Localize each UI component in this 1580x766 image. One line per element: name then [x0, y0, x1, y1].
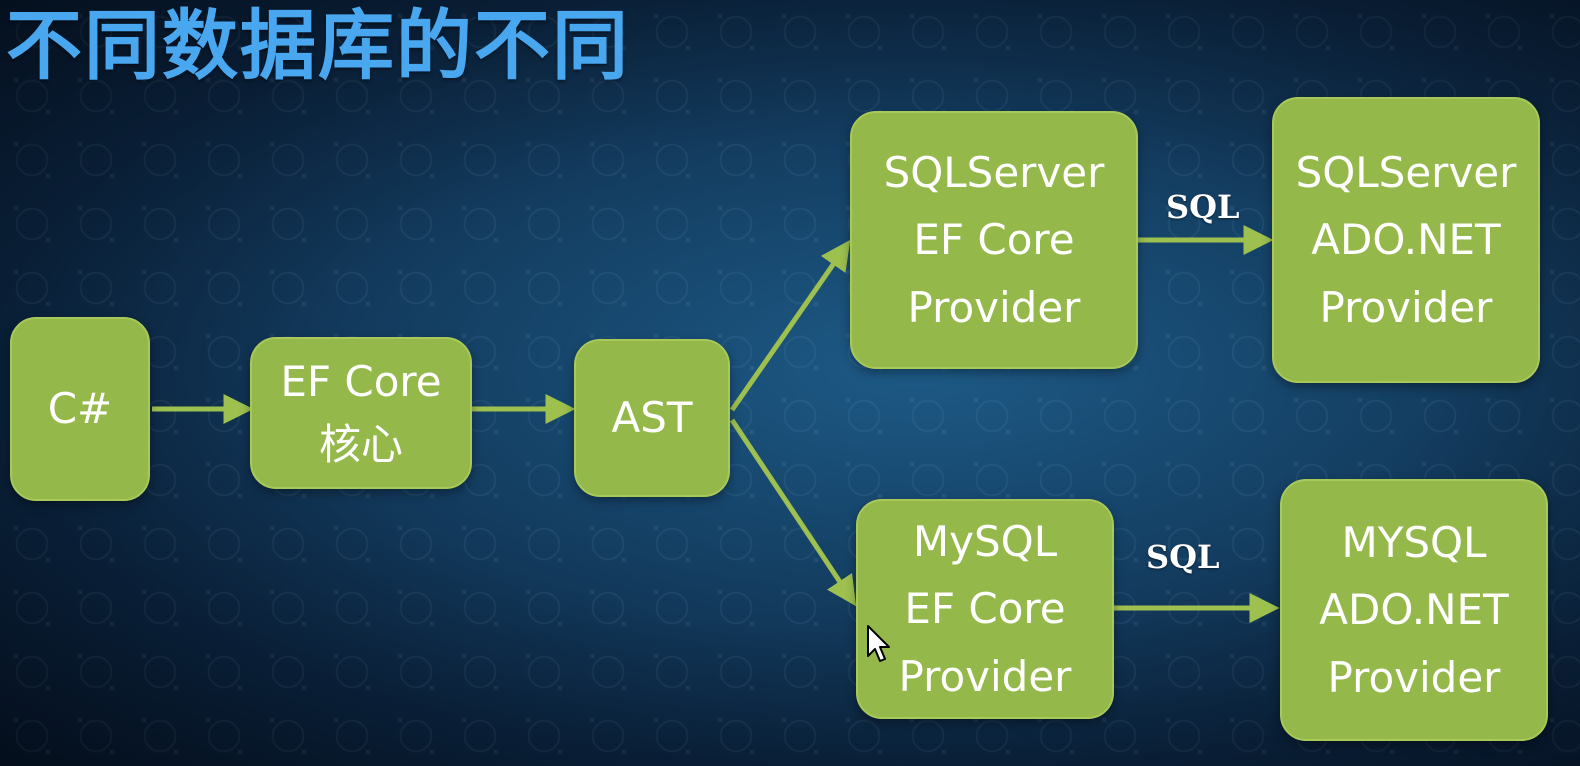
- edge-label-mysql: SQL: [1146, 538, 1220, 576]
- node-mysql-adonet-line-1: MYSQL: [1341, 518, 1487, 568]
- node-sqlserver-efcore-line-3: Provider: [907, 282, 1081, 332]
- node-mysql-adonet-line-3: Provider: [1327, 652, 1501, 702]
- arrow-ast-to-sqlserver-efcore: [729, 239, 851, 412]
- node-efcore-core-line-1: EF Core: [280, 357, 442, 406]
- node-efcore-core-line-2: 核心: [318, 420, 403, 469]
- node-efcore-core: EF Core 核心: [250, 337, 472, 489]
- slide-title: 不同数据库的不同: [6, 1, 630, 90]
- node-sqlserver-adonet-line-2: ADO.NET: [1311, 215, 1501, 265]
- node-mysql-efcore-line-1: MySQL: [912, 517, 1058, 567]
- node-sqlserver-adonet-provider: SQLServer ADO.NET Provider: [1272, 97, 1540, 383]
- node-ast: AST: [574, 339, 730, 497]
- node-csharp-line-1: C#: [47, 384, 113, 434]
- node-mysql-adonet-provider: MYSQL ADO.NET Provider: [1280, 479, 1548, 741]
- node-sqlserver-adonet-line-3: Provider: [1319, 282, 1493, 332]
- node-mysql-efcore-line-2: EF Core: [904, 584, 1066, 634]
- node-sqlserver-efcore-line-1: SQLServer: [883, 148, 1105, 198]
- node-sqlserver-adonet-line-1: SQLServer: [1295, 148, 1517, 198]
- node-mysql-adonet-line-2: ADO.NET: [1319, 585, 1509, 635]
- node-sqlserver-efcore-provider: SQLServer EF Core Provider: [850, 111, 1138, 369]
- node-mysql-efcore-line-3: Provider: [898, 651, 1072, 701]
- mouse-cursor-icon: [867, 625, 890, 662]
- node-sqlserver-efcore-line-2: EF Core: [913, 215, 1075, 265]
- edge-label-sqlserver: SQL: [1166, 188, 1240, 226]
- node-mysql-efcore-provider: MySQL EF Core Provider: [856, 499, 1114, 719]
- node-ast-line-1: AST: [611, 393, 693, 443]
- node-csharp: C#: [10, 317, 150, 501]
- arrow-ast-to-mysql-efcore: [729, 418, 857, 607]
